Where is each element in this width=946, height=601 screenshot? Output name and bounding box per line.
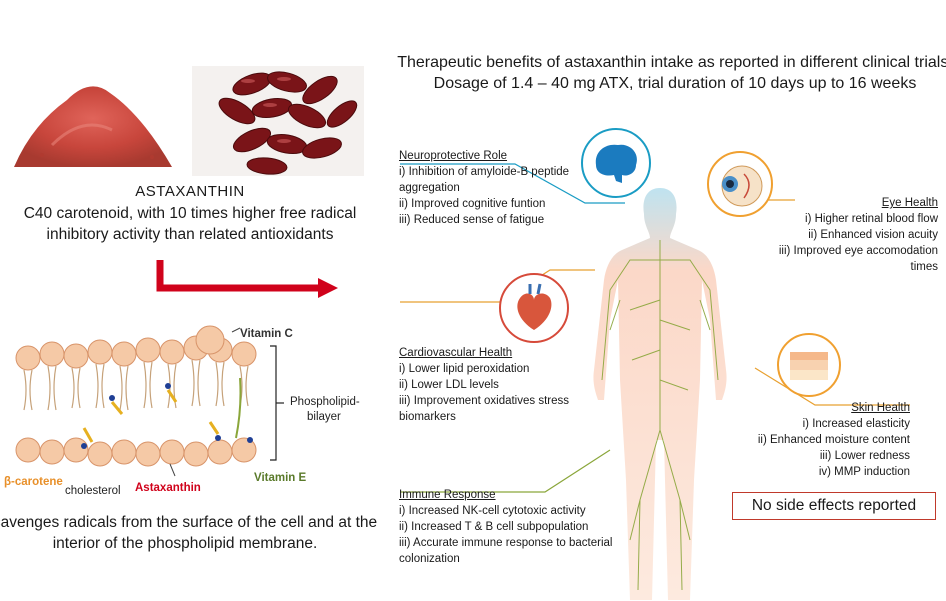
- immune-item: iii) Accurate immune response to bacteri…: [399, 537, 613, 565]
- cholesterol-label: cholesterol: [65, 485, 121, 497]
- neuro-item: iii) Reduced sense of fatigue: [399, 214, 545, 226]
- immune-panel: Immune Response i) Increased NK-cell cyt…: [399, 487, 629, 567]
- eye-item: ii) Enhanced vision acuity: [808, 229, 938, 241]
- softgel-capsules-icon: [192, 66, 364, 176]
- skin-item: iv) MMP induction: [818, 466, 910, 478]
- phospholipid-label-line2: bilayer: [307, 411, 341, 423]
- skin-health-heading: Skin Health: [851, 402, 910, 414]
- benefits-title: Therapeutic benefits of astaxanthin inta…: [397, 54, 946, 92]
- astaxanthin-powder-icon: [14, 86, 172, 167]
- beta-carotene-label: β-carotene: [4, 476, 63, 488]
- connector-lines: [400, 163, 910, 493]
- cardio-item: iii) Improvement oxidatives stress bioma…: [399, 395, 569, 423]
- neuroprotective-panel: Neuroprotective Role i) Inhibition of am…: [399, 148, 599, 228]
- no-side-effects-box: No side effects reported: [732, 492, 936, 520]
- cardio-item: i) Lower lipid peroxidation: [399, 363, 530, 375]
- astaxanthin-title: ASTAXANTHIN: [135, 183, 245, 200]
- immune-heading: Immune Response: [399, 489, 496, 501]
- vitamin-e-label: Vitamin E: [254, 472, 307, 484]
- skin-item: i) Increased elasticity: [802, 418, 910, 430]
- scavenges-text: cavenges radicals from the surface of th…: [0, 514, 378, 552]
- phospholipid-label-line1: Phospholipid-: [290, 396, 360, 408]
- skin-health-panel: Skin Health i) Increased elasticity ii) …: [735, 400, 910, 480]
- neuro-item: i) Inhibition of amyloide-B peptide aggr…: [399, 166, 570, 194]
- brain-icon: [581, 128, 651, 198]
- skin-layers-icon: [777, 333, 841, 397]
- astaxanthin-description: C40 carotenoid, with 10 times higher fre…: [23, 205, 357, 243]
- eye-item: i) Higher retinal blood flow: [805, 213, 938, 225]
- skin-item: iii) Lower redness: [819, 450, 910, 462]
- cardiovascular-heading: Cardiovascular Health: [399, 347, 513, 359]
- neuroprotective-heading: Neuroprotective Role: [399, 150, 508, 162]
- heart-icon: [499, 273, 569, 343]
- eye-health-panel: Eye Health i) Higher retinal blood flow …: [770, 195, 938, 275]
- skin-item: ii) Enhanced moisture content: [757, 434, 910, 446]
- phospholipid-membrane-diagram: [15, 325, 284, 477]
- cardiovascular-panel: Cardiovascular Health i) Lower lipid per…: [399, 345, 609, 425]
- immune-item: i) Increased NK-cell cytotoxic activity: [399, 505, 586, 517]
- cardio-item: ii) Lower LDL levels: [399, 379, 499, 391]
- eye-item: iii) Improved eye accomodation times: [778, 245, 938, 273]
- human-body-icon: [593, 188, 727, 600]
- eye-icon: [707, 151, 773, 217]
- immune-item: ii) Increased T & B cell subpopulation: [399, 521, 589, 533]
- neuro-item: ii) Improved cognitive funtion: [399, 198, 546, 210]
- eye-health-heading: Eye Health: [881, 197, 938, 209]
- vitamin-c-label: Vitamin C: [240, 328, 293, 340]
- astaxanthin-label: Astaxanthin: [135, 482, 201, 494]
- red-arrow-icon: [156, 260, 338, 298]
